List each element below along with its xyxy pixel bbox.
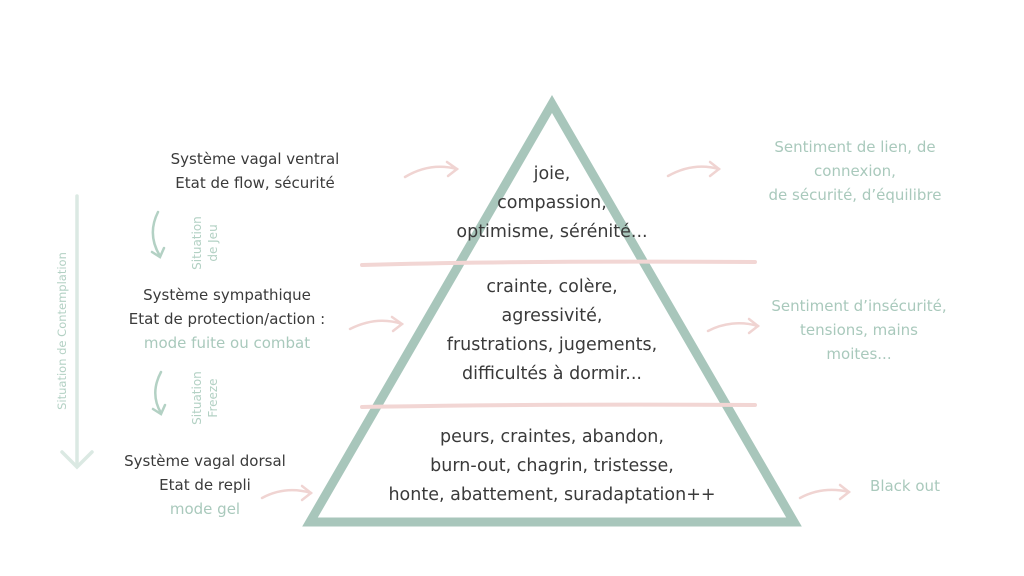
right-label-top: Sentiment de lien, de connexion, de sécu… <box>740 135 970 207</box>
arrow-left-bottom <box>260 484 314 502</box>
middle-line-1: crainte, colère, <box>486 277 618 297</box>
arrow-contemplation <box>60 194 94 470</box>
ventral-line-2: Etat de flow, sécurité <box>175 174 335 192</box>
dorsal-line-2: Etat de repli <box>159 476 251 494</box>
transition-freeze-label: Situation Freeze <box>189 358 223 438</box>
transition-jeu-label: Situation de Jeu <box>189 203 223 283</box>
middle-line-3: frustrations, jugements, <box>446 335 658 355</box>
jeu-line-2: de Jeu <box>206 224 220 262</box>
divider-bottom <box>360 402 757 409</box>
right-middle-line-3: moites... <box>826 345 892 363</box>
dorsal-line-3: mode gel <box>169 500 241 518</box>
divider-top <box>360 259 757 267</box>
contemplation-label: Situation de Contemplation <box>55 252 69 410</box>
sympathique-line-2: Etat de protection/action : <box>128 310 326 328</box>
freeze-line-2: Freeze <box>206 378 220 418</box>
middle-line-2: agressivité, <box>501 306 603 326</box>
arrow-right-top <box>666 160 722 178</box>
left-label-ventral: Système vagal ventral Etat de flow, sécu… <box>120 147 390 195</box>
sympathique-line-1: Système sympathique <box>143 286 311 304</box>
sympathique-line-3: mode fuite ou combat <box>143 334 311 352</box>
bottom-line-1: peurs, craintes, abandon, <box>440 427 664 447</box>
top-line-3: optimisme, sérénité... <box>456 222 648 242</box>
bottom-line-3: honte, abattement, suradaptation++ <box>388 485 716 505</box>
right-middle-line-1: Sentiment d’insécurité, <box>771 297 947 315</box>
jeu-line-1: Situation <box>190 216 204 270</box>
right-bottom-line-1: Black out <box>870 477 940 495</box>
right-middle-line-2: tensions, mains <box>800 321 918 339</box>
right-label-bottom: Black out <box>845 474 965 498</box>
pyramid-bottom-text: peurs, craintes, abandon, burn-out, chag… <box>352 423 752 510</box>
arrow-down-freeze <box>151 370 167 416</box>
arrow-right-middle <box>706 317 761 335</box>
top-line-2: compassion, <box>497 193 607 213</box>
bottom-line-2: burn-out, chagrin, tristesse, <box>430 456 674 476</box>
arrow-down-jeu <box>150 210 166 259</box>
right-top-line-2: connexion, <box>814 162 896 180</box>
pyramid-middle-text: crainte, colère, agressivité, frustratio… <box>385 273 719 389</box>
right-top-line-1: Sentiment de lien, de <box>774 138 936 156</box>
middle-line-4: difficultés à dormir... <box>462 364 642 384</box>
right-label-middle: Sentiment d’insécurité, tensions, mains … <box>744 294 974 366</box>
right-top-line-3: de sécurité, d’équilibre <box>768 186 942 204</box>
dorsal-line-1: Système vagal dorsal <box>124 452 286 470</box>
arrow-right-bottom <box>798 483 852 501</box>
arrow-left-top <box>403 160 460 179</box>
ventral-line-1: Système vagal ventral <box>170 150 340 168</box>
top-line-1: joie, <box>533 164 571 184</box>
left-label-dorsal: Système vagal dorsal Etat de repli mode … <box>70 449 340 521</box>
pyramid-triangle <box>302 95 802 527</box>
arrow-left-middle <box>348 315 405 333</box>
left-label-sympathique: Système sympathique Etat de protection/a… <box>92 283 362 355</box>
pyramid-top-text: joie, compassion, optimisme, sérénité... <box>402 160 702 247</box>
freeze-line-1: Situation <box>190 371 204 425</box>
